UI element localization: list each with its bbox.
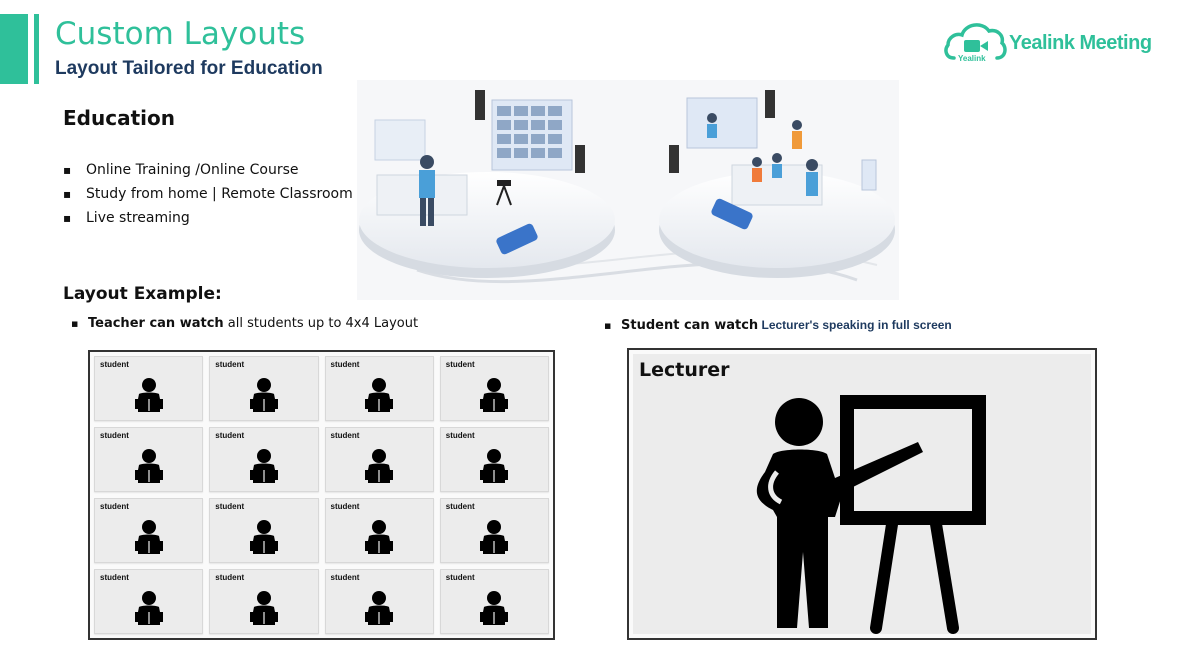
student-caption: Student can watch Lecturer's speaking in… xyxy=(604,318,952,333)
student-reading-icon xyxy=(134,591,163,625)
student-tile: student xyxy=(209,569,319,634)
student-tile: student xyxy=(439,427,549,492)
student-reading-icon xyxy=(365,449,394,483)
student-reading-icon xyxy=(249,591,278,625)
student-grid: student student student student student stude… xyxy=(88,350,555,640)
student-tile-label: student xyxy=(215,431,245,440)
logo-text: Yealink Meeting xyxy=(1009,32,1152,54)
online-classroom-illustration xyxy=(357,80,899,300)
student-reading-icon xyxy=(365,520,394,554)
student-reading-icon xyxy=(134,378,163,412)
student-tile: student xyxy=(439,498,549,563)
student-tile: student xyxy=(209,356,319,421)
student-reading-icon xyxy=(249,520,278,554)
lecturer-tile: Lecturer xyxy=(633,354,1091,634)
logo-small-text: Yealink xyxy=(958,54,986,63)
student-tile: student xyxy=(94,356,204,421)
layout-example-heading: Layout Example: xyxy=(63,284,222,304)
lecturer-whiteboard-icon xyxy=(756,395,986,634)
student-tile: student xyxy=(324,356,434,421)
student-tile-label: student xyxy=(215,502,245,511)
student-tile-label: student xyxy=(445,431,475,440)
student-caption-rest: Lecturer's speaking in full screen xyxy=(758,318,952,332)
education-list: Online Training /Online Course Study fro… xyxy=(63,158,353,230)
teacher-caption: Teacher can watch all students up to 4x4… xyxy=(71,316,418,331)
header-accent-line xyxy=(34,14,39,84)
student-tile-label: student xyxy=(330,431,360,440)
student-reading-icon xyxy=(134,520,163,554)
student-tile: student xyxy=(209,427,319,492)
student-caption-bold: Student can watch xyxy=(621,318,759,333)
education-item: Online Training /Online Course xyxy=(63,158,353,182)
student-reading-icon xyxy=(134,449,163,483)
student-tile-label: student xyxy=(330,573,360,582)
teacher-caption-rest: all students up to 4x4 Layout xyxy=(223,316,419,331)
student-reading-icon xyxy=(365,591,394,625)
student-tile-label: student xyxy=(330,360,360,369)
header-accent-bar xyxy=(0,14,28,84)
slide-subtitle: Layout Tailored for Education xyxy=(55,58,323,79)
lecturer-view: Lecturer xyxy=(627,348,1097,640)
student-reading-icon xyxy=(365,378,394,412)
teacher-caption-bold: Teacher can watch xyxy=(88,316,224,331)
student-tile: student xyxy=(324,427,434,492)
student-tile-label: student xyxy=(445,502,475,511)
video-camera-cloud-icon xyxy=(944,23,1007,60)
student-reading-icon xyxy=(480,591,509,625)
student-tile: student xyxy=(439,356,549,421)
student-tile-label: student xyxy=(215,573,245,582)
education-item: Study from home | Remote Classroom xyxy=(63,182,353,206)
education-item: Live streaming xyxy=(63,206,353,230)
student-tile-label: student xyxy=(215,360,245,369)
student-tile-label: student xyxy=(445,573,475,582)
student-tile-label: student xyxy=(330,502,360,511)
student-tile-label: student xyxy=(100,573,129,582)
student-tile: student xyxy=(209,498,319,563)
student-tile-label: student xyxy=(445,360,475,369)
student-reading-icon xyxy=(480,520,509,554)
education-heading: Education xyxy=(63,106,175,130)
student-tile: student xyxy=(324,569,434,634)
student-reading-icon xyxy=(249,449,278,483)
student-tile-label: student xyxy=(100,502,129,511)
yealink-meeting-logo: Yealink Yealink Meeting xyxy=(944,18,1184,66)
slide-title: Custom Layouts xyxy=(55,16,306,52)
student-tile-label: student xyxy=(100,431,129,440)
student-reading-icon xyxy=(249,378,278,412)
lecturer-label: Lecturer xyxy=(639,359,730,381)
student-tile: student xyxy=(439,569,549,634)
student-tile: student xyxy=(94,498,204,563)
student-reading-icon xyxy=(480,378,509,412)
student-tile: student xyxy=(324,498,434,563)
student-reading-icon xyxy=(480,449,509,483)
student-tile: student xyxy=(94,569,204,634)
student-tile-label: student xyxy=(100,360,129,369)
student-tile: student xyxy=(94,427,204,492)
